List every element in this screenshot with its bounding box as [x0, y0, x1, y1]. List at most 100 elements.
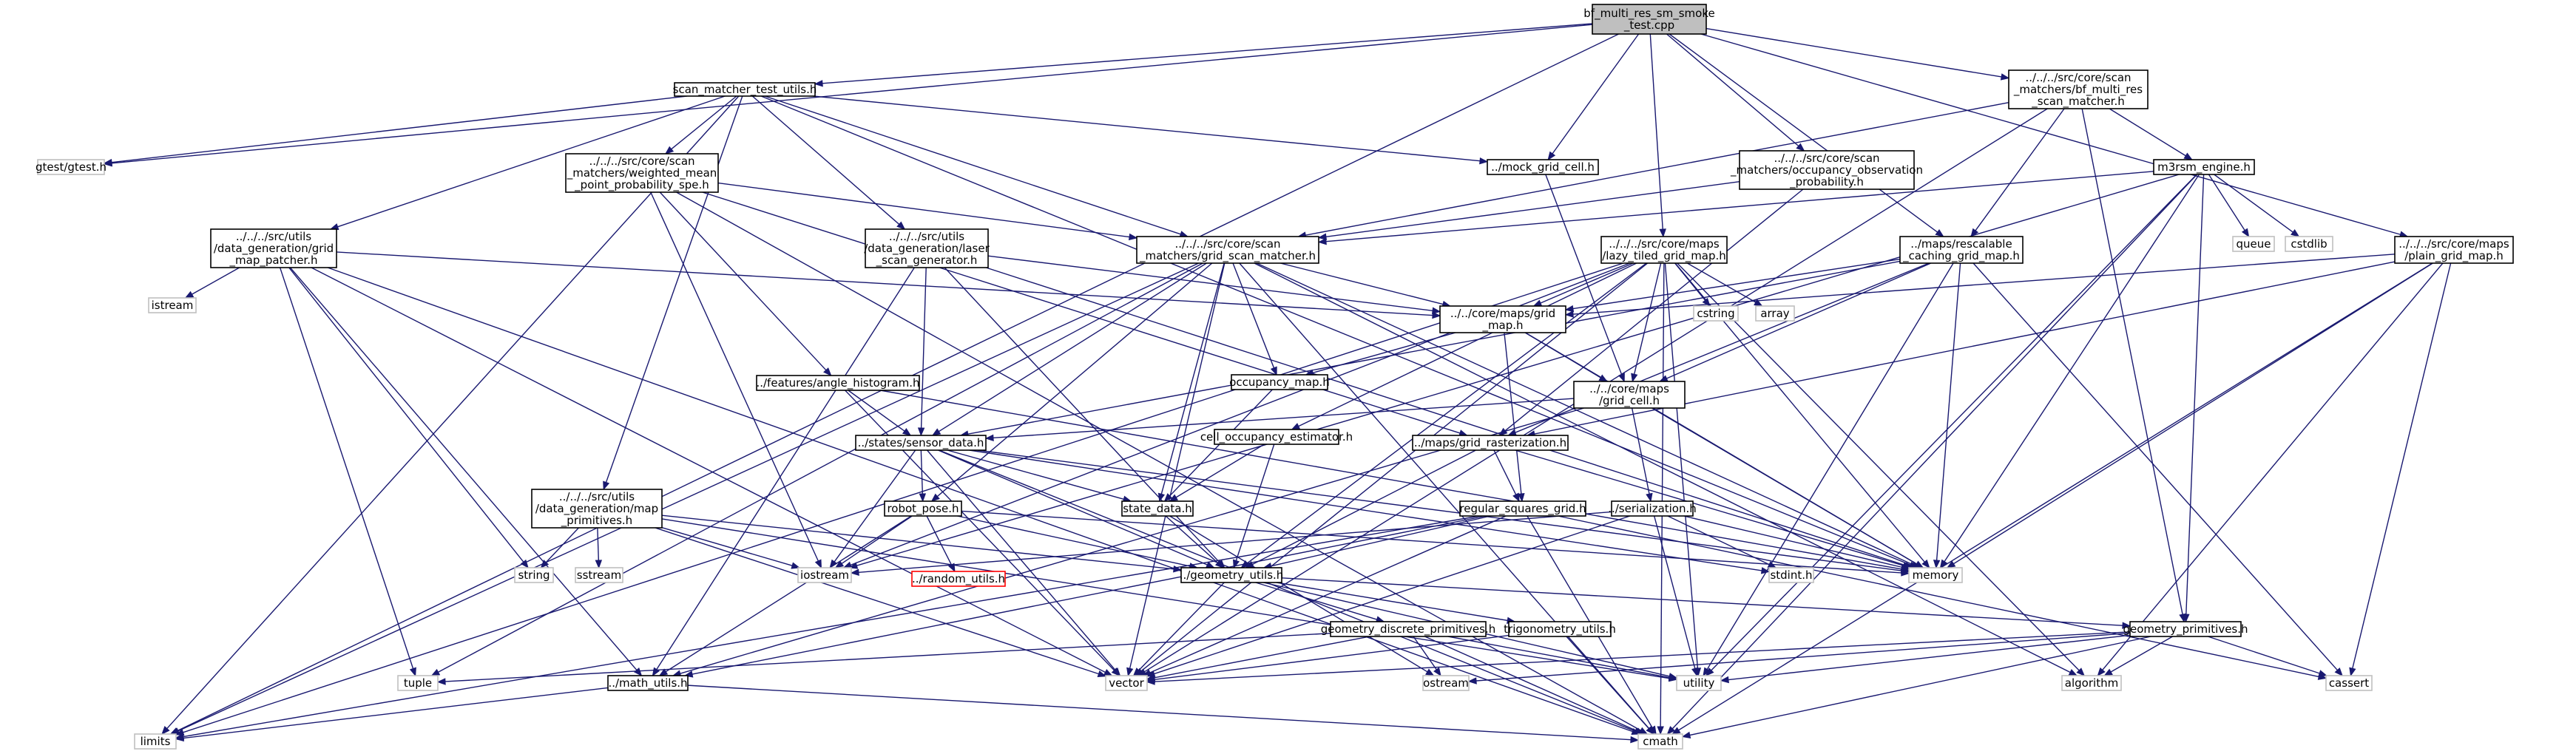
edge-om-to-std: [1163, 389, 1273, 502]
node-label-line: _matchers/bf_multi_res: [2013, 83, 2143, 97]
node-geometry-primitives-h[interactable]: geometry_primitives.h: [2123, 621, 2248, 637]
edge-line: [659, 191, 827, 371]
edge-gmp-to-string: [288, 267, 529, 569]
edge-arrowhead: [161, 726, 170, 735]
node-robot-pose-h[interactable]: robot_pose.h: [884, 500, 962, 517]
node-maps-rescalable-caching-grid-map-h[interactable]: ../maps/rescalable_caching_grid_map.h: [1899, 236, 2024, 264]
edge-gp-to-ostream: [1467, 632, 2131, 685]
node-label-line: cmath: [1643, 735, 1677, 748]
node-src-utils-data-generation-laser-scan-generator-h[interactable]: ../../../src/utils/data_generation/laser…: [864, 228, 990, 268]
edge-line: [1566, 636, 1649, 730]
node-src-utils-data-generation-grid-map-patcher-h[interactable]: ../../../src/utils/data_generation/grid_…: [210, 228, 337, 268]
node-src-core-maps-plain-grid-map-h[interactable]: ../../../src/core/maps/plain_grid_map.h: [2394, 236, 2514, 264]
node-maps-grid-rasterization-h[interactable]: ../maps/grid_rasterization.h: [1412, 435, 1569, 451]
node-scan-matcher-test-utils-h[interactable]: scan_matcher_test_utils.h: [673, 82, 817, 97]
edge-line: [661, 518, 1670, 679]
node-box: [1121, 500, 1194, 517]
edge-arrowhead: [1146, 678, 1155, 685]
node-geometry-utils-h[interactable]: ../geometry_utils.h: [1180, 567, 1284, 583]
node-mock-grid-cell-h[interactable]: ../mock_grid_cell.h: [1487, 159, 1599, 175]
edge-pgm-to-cmath: [1671, 262, 2433, 735]
edge-line: [920, 449, 924, 495]
edge-arrowhead: [1720, 676, 1729, 684]
edge-line: [2109, 108, 2186, 157]
edge-arrowhead: [2291, 228, 2300, 237]
edge-line: [111, 24, 1593, 164]
edge-gdp-to-tuple: [436, 633, 1331, 685]
node-features-angle-histogram-h[interactable]: ../features/angle_histogram.h: [756, 375, 920, 391]
node-label-line: cstdlib: [2291, 237, 2327, 251]
edge-line: [1515, 449, 1904, 566]
node-src-core-maps-lazy-tiled-grid-map-h[interactable]: ../../../src/core/maps/lazy_tiled_grid_m…: [1600, 236, 1728, 264]
node-label-line: ../features/angle_histogram.h: [756, 376, 919, 390]
edge-line: [1239, 262, 1650, 729]
node-src-core-scan-matchers-bf-multi-res-scan-matcher-h[interactable]: ../../../src/core/scan_matchers/bf_multi…: [2008, 69, 2149, 109]
node-label-line: gtest/gtest.h: [36, 160, 107, 174]
node-m3rsm-engine-h[interactable]: m3rsm_engine.h: [2153, 159, 2255, 175]
node-src-utils-data-generation-map-primitives-h[interactable]: ../../../src/utils/data_generation/map_p…: [531, 489, 663, 529]
node-regular-squares-grid-h[interactable]: regular_squares_grid.h: [1459, 500, 1586, 517]
edge-lsg-to-cgm: [987, 255, 1441, 314]
edge-arrowhead: [633, 667, 643, 677]
node-label-line: ../../../src/core/scan: [2025, 71, 2131, 84]
node-states-sensor-data-h[interactable]: ../states/sensor_data.h: [855, 435, 987, 451]
edge-arrowhead: [2183, 614, 2190, 623]
node-box: [134, 733, 177, 750]
edge-line: [680, 407, 1584, 674]
node-box: [1768, 567, 1814, 583]
edge-arrowhead: [652, 667, 660, 677]
edge-arrowhead: [1128, 233, 1138, 241]
edge-rp-to-memory: [961, 510, 1910, 577]
node-label-line: utility: [1683, 676, 1715, 690]
node-label-line: /data_generation/laser: [864, 242, 990, 256]
edge-line: [438, 262, 1203, 673]
edge-arrowhead: [2318, 670, 2328, 677]
edge-gsm-to-algorithm: [1254, 262, 2078, 676]
node-src-core-scan-matchers-occupancy-observation-probability-h[interactable]: ../../../src/core/scan_matchers/occupanc…: [1730, 150, 1923, 190]
node-random-utils-h[interactable]: ../random_utils.h: [911, 571, 1006, 587]
node-box: [1908, 567, 1963, 583]
edge-trig-to-cmath: [1566, 636, 1654, 736]
edge-line: [1276, 582, 1508, 622]
edge-line: [1666, 33, 1799, 147]
edge-arrowhead: [1467, 677, 1477, 685]
node-utility: utility: [1676, 675, 1722, 691]
node-core-maps-grid-cell-h[interactable]: ../../core/maps/grid_cell.h: [1573, 381, 1686, 409]
node-occupancy-map-h[interactable]: occupancy_map.h: [1229, 374, 1330, 390]
edge-line: [183, 687, 609, 739]
node-core-maps-grid-map-h[interactable]: ../../core/maps/grid_map.h: [1439, 305, 1566, 333]
node-src-core-scan-matchers-grid-scan-matcher-h[interactable]: ../../../src/core/scan_matchers/grid_sca…: [1136, 236, 1319, 264]
edge-line: [1325, 181, 1740, 237]
node-state-data-h[interactable]: state_data.h: [1121, 500, 1194, 517]
edge-gp-to-cmath: [1681, 636, 2151, 739]
edge-line: [336, 251, 1433, 316]
edge-line: [1252, 449, 1476, 566]
node-bf-multi-res-sm-smoke-test-cpp[interactable]: bf_multi_res_sm_smoke_test.cpp: [1583, 4, 1715, 35]
edge-line: [1154, 515, 1631, 675]
node-box: [1459, 500, 1586, 517]
node-box: [1412, 435, 1569, 451]
edge-root-to-mockgc: [1547, 33, 1640, 161]
node-label-line: trigonometry_utils.h: [1504, 622, 1616, 636]
node-geometry-discrete-primitives-h[interactable]: geometry_discrete_primitives.h: [1321, 621, 1496, 637]
node-array: array: [1755, 305, 1795, 322]
node-box: [1180, 567, 1282, 583]
node-box: [884, 500, 962, 517]
edge-arrowhead: [1946, 560, 1956, 568]
edge-line: [671, 95, 737, 150]
node-box: [797, 567, 852, 583]
node-box: [37, 159, 105, 175]
edge-line: [2352, 262, 2452, 669]
edge-arrowhead: [1317, 233, 1328, 240]
node-src-core-scan-matchers-weighted-mean-point-probability-spe-h[interactable]: ../../../src/core/scan_matchers/weighted…: [565, 153, 719, 193]
edge-arrowhead: [902, 428, 912, 436]
node-serialization-h[interactable]: ../serialization.h: [1608, 500, 1697, 517]
edge-arrowhead: [842, 561, 853, 568]
node-math-utils-h[interactable]: ../math_utils.h: [607, 675, 689, 691]
node-cell-occupancy-estimator-h[interactable]: cell_occupancy_estimator.h: [1200, 429, 1353, 445]
edge-line: [1711, 174, 2197, 671]
edge-line: [183, 515, 1480, 738]
edge-line: [987, 255, 1433, 311]
node-vector: vector: [1105, 675, 1148, 691]
node-trigonometry-utils-h[interactable]: trigonometry_utils.h: [1504, 621, 1616, 637]
